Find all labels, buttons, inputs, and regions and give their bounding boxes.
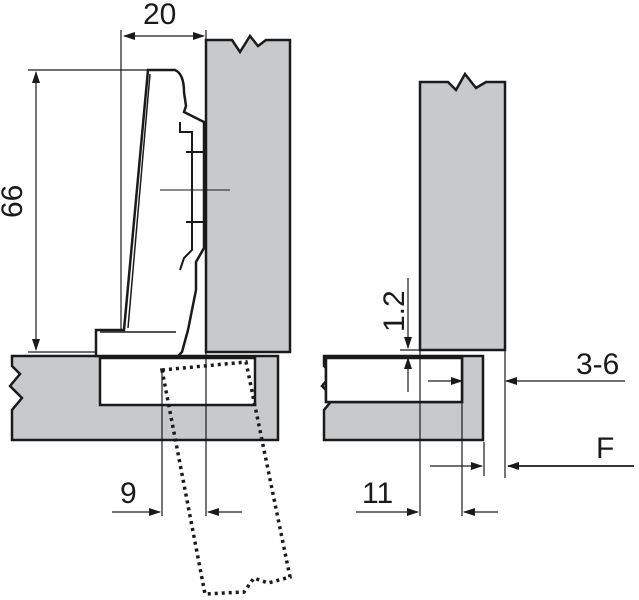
dimension-width-top: 20 (120, 0, 207, 330)
dimension-label-9: 9 (120, 477, 137, 510)
dimension-height-left: 66 (0, 69, 148, 353)
right-view: 1.2 3-6 F 11 (320, 71, 634, 516)
side-panel-left (204, 33, 292, 354)
dimension-label-20: 20 (143, 0, 176, 31)
dimension-label-1-2: 1.2 (378, 290, 411, 332)
hinge-arm (94, 68, 206, 358)
dimension-offset-left: 9 (112, 352, 242, 516)
dimension-gap-right: 1.2 (378, 278, 420, 392)
dimension-label-3-6: 3-6 (576, 348, 619, 381)
dimension-overlay-right: 3-6 (428, 348, 625, 516)
force-label: F (596, 432, 614, 465)
dimension-offset-right: 11 (356, 350, 498, 516)
dimension-label-66: 66 (0, 185, 29, 218)
side-panel-right (418, 71, 507, 352)
door-panel-right (324, 356, 464, 404)
base-panel-left (8, 354, 280, 442)
force-arrow: F (430, 432, 634, 476)
door-opening-outline (159, 360, 293, 596)
dimension-label-11: 11 (362, 477, 393, 510)
left-view: 20 66 9 (0, 0, 293, 596)
center-crosshair (160, 160, 230, 222)
